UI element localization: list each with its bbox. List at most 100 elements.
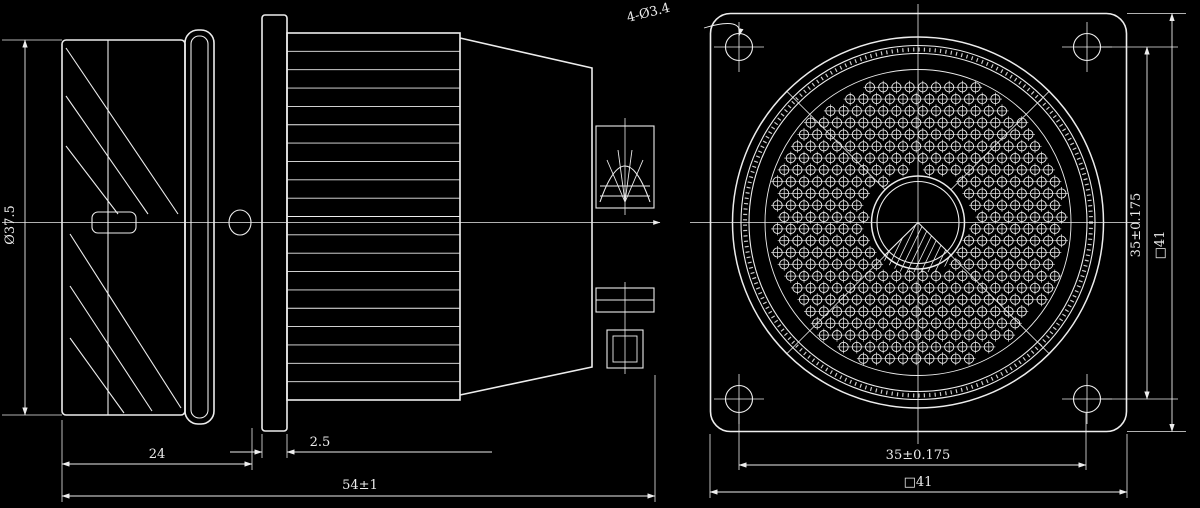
pin-contact <box>856 234 870 248</box>
pin-contact <box>916 316 930 330</box>
pin-contact <box>916 128 930 141</box>
pin-contact <box>889 316 903 330</box>
pin-contact <box>969 316 983 330</box>
pin-contact <box>1028 139 1042 153</box>
pin-contact <box>988 139 1002 153</box>
pin-contact <box>817 163 831 177</box>
pin-contact <box>949 116 963 130</box>
pin-contact <box>936 163 950 177</box>
pin-contact <box>823 128 837 141</box>
pin-contact <box>804 305 818 318</box>
pin-contact <box>922 328 936 342</box>
pin-contact <box>929 269 943 283</box>
pin-contact <box>969 222 983 236</box>
pin-contact <box>1054 210 1068 224</box>
pin-contact <box>962 92 976 106</box>
pin-contact <box>922 92 936 106</box>
pin-contact <box>975 116 989 130</box>
pin-contact <box>955 293 969 307</box>
pin-contact <box>962 234 976 248</box>
pin-contact <box>843 281 857 295</box>
pin-contact <box>830 305 844 318</box>
mounting-flange <box>709 12 1128 433</box>
pin-contact <box>942 316 956 330</box>
pin-contact <box>863 340 877 354</box>
pin-contact <box>909 116 923 130</box>
pin-contact <box>830 139 844 153</box>
pin-contact <box>863 104 877 118</box>
gasket <box>228 209 252 236</box>
pin-contact <box>1035 175 1049 189</box>
pin-contact <box>988 92 1002 106</box>
pin-contact <box>771 222 785 236</box>
pin-contact <box>1035 198 1049 212</box>
pin-contact <box>876 151 890 165</box>
pin-contact <box>837 246 851 259</box>
pin-contact <box>830 116 844 130</box>
pin-contact <box>975 281 989 295</box>
pin-contact <box>850 175 864 189</box>
pin-contact <box>916 104 930 118</box>
pin-contact <box>909 281 923 295</box>
pin-contact <box>988 328 1002 342</box>
clamp-saddle <box>91 211 137 234</box>
pin-contact <box>843 92 857 106</box>
pin-contact <box>830 281 844 295</box>
pin-contact <box>790 234 804 248</box>
key-position-lines <box>786 91 1050 354</box>
pin-contact <box>870 257 884 271</box>
pin-contact <box>810 198 824 212</box>
pin-contact <box>856 328 870 342</box>
pin-contact <box>1041 257 1055 271</box>
ribbed-body <box>286 32 461 401</box>
pin-contact <box>889 269 903 283</box>
pin-contact <box>850 246 864 259</box>
leader-line <box>703 23 744 37</box>
pin-contact <box>922 116 936 130</box>
pin-contact <box>1041 163 1055 177</box>
pin-contact <box>936 305 950 318</box>
pin-contact <box>909 328 923 342</box>
pin-contact <box>903 293 917 307</box>
pin-contact <box>1015 281 1029 295</box>
pin-contact <box>969 128 983 141</box>
pin-contact <box>975 92 989 106</box>
pin-contact <box>969 293 983 307</box>
pin-contact <box>1021 151 1035 165</box>
pin-contact <box>790 210 804 224</box>
pin-contact <box>995 293 1009 307</box>
pin-contact <box>955 269 969 283</box>
pin-contact <box>916 80 930 94</box>
pin-contact <box>797 222 811 236</box>
pin-contact <box>916 151 930 165</box>
pin-contact <box>817 139 831 153</box>
pin-contact <box>896 352 910 366</box>
pin-contact <box>942 128 956 141</box>
pin-contact <box>929 293 943 307</box>
pin-contact <box>817 305 831 318</box>
pin-contact <box>949 163 963 177</box>
pin-contact <box>870 139 884 153</box>
mounting-holes <box>714 22 1112 424</box>
pin-contact <box>804 139 818 153</box>
pin-contact <box>962 257 976 271</box>
pin-contact <box>1048 222 1062 236</box>
pin-contact <box>962 187 976 200</box>
pin-contact <box>843 328 857 342</box>
pin-contact <box>955 151 969 165</box>
pin-contact <box>1035 151 1049 165</box>
pin-contact <box>988 210 1002 224</box>
pin-contact <box>863 269 877 283</box>
pin-contact <box>856 163 870 177</box>
pin-contact <box>1028 163 1042 177</box>
pin-contact <box>863 293 877 307</box>
hatch-line <box>941 222 954 273</box>
pin-contact <box>797 246 811 259</box>
pin-contact <box>1035 222 1049 236</box>
pin-contact <box>817 281 831 295</box>
pin-contact <box>837 151 851 165</box>
pin-contact <box>771 198 785 212</box>
front-view <box>690 4 1140 444</box>
pin-contact <box>837 293 851 307</box>
pin-contact <box>1028 210 1042 224</box>
